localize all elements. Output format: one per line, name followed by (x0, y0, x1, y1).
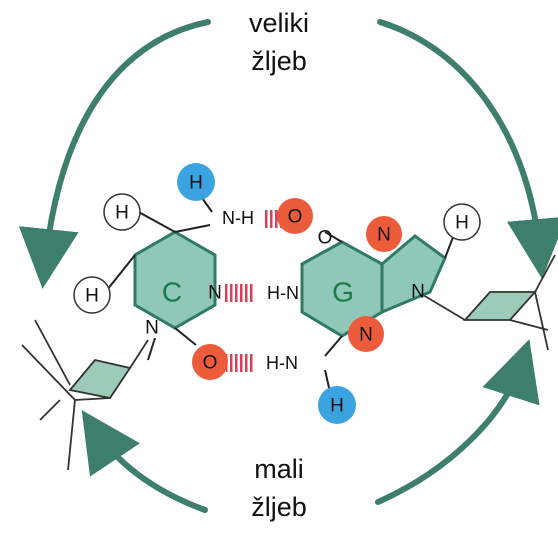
guanine-five-ring (380, 234, 447, 315)
atom-h-guanine-ring: H (443, 203, 481, 241)
svg-text:H: H (115, 203, 129, 224)
atom-n-cytosine-ring: N (208, 283, 222, 304)
atom-n-guanine-top: N (366, 216, 402, 252)
atom-n-cytosine-glycosidic: N (145, 318, 159, 339)
major-groove-label-line1: veliki (248, 8, 309, 38)
sugar-backbone-right (417, 254, 556, 351)
minor-groove-arrow-right (375, 339, 540, 505)
label-hn-middle: H-N (267, 283, 299, 303)
atom-n-guanine-bottom: N (348, 316, 384, 352)
minor-groove-label: mali žljeb (199, 450, 359, 526)
atom-h-cytosine-left: H (73, 276, 111, 314)
atom-h-amine-top: H (177, 163, 215, 201)
major-groove-arrow-left (18, 19, 211, 289)
svg-text:N: N (359, 325, 373, 346)
svg-text:H: H (455, 213, 469, 234)
atom-h-amine-bottom: H (318, 386, 356, 424)
svg-text:H: H (85, 286, 99, 307)
svg-text:O: O (288, 207, 303, 228)
h-bond-middle (224, 284, 254, 302)
sugar-backbone-left (21, 319, 149, 471)
label-nh-top: N-H (222, 208, 254, 228)
atom-n-guanine-glycosidic: N (411, 282, 425, 303)
atom-o-guanine-top: O (277, 198, 313, 234)
svg-text:O: O (203, 353, 218, 374)
minor-groove-arrow-left (81, 410, 208, 513)
major-groove-label-line2: žljeb (251, 46, 307, 76)
atom-o-cytosine-bottom: O (192, 344, 228, 380)
major-groove-arrow-right (377, 19, 558, 279)
svg-text:H: H (330, 396, 344, 417)
atom-o-guanine-carbonyl: O (318, 228, 333, 249)
svg-text:N: N (377, 225, 391, 246)
minor-groove-label-line1: mali (254, 454, 304, 484)
h-bond-bottom (226, 354, 254, 372)
major-groove-label: veliki žljeb (199, 4, 359, 80)
atom-h-cytosine-top: H (103, 193, 141, 231)
label-hn-bottom: H-N (266, 353, 298, 373)
base-letter-c: C (162, 277, 182, 308)
svg-text:H: H (189, 173, 203, 194)
base-letter-g: G (332, 277, 354, 308)
minor-groove-label-line2: žljeb (251, 492, 307, 522)
